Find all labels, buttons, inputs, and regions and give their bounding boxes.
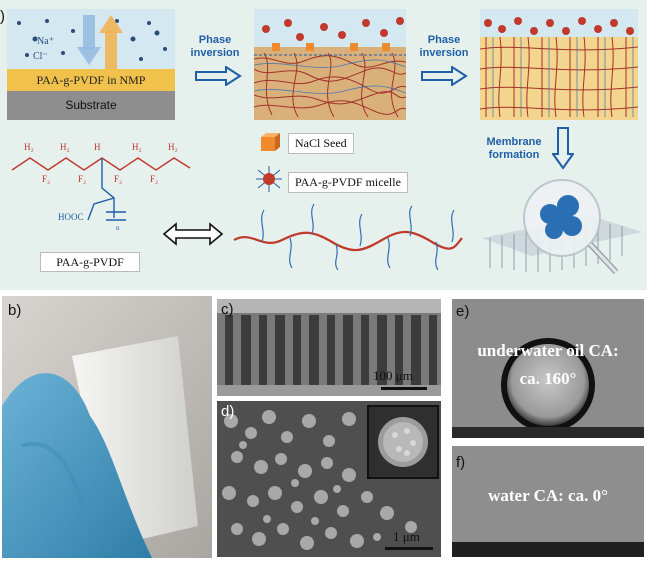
- legend-micelle: PAA-g-PVDF micelle: [288, 172, 408, 193]
- oil-droplet-image: [452, 299, 644, 438]
- sem-cross-section-texture: [217, 299, 441, 396]
- down-arrow-icon: [552, 127, 574, 170]
- oil-contact-angle-title: underwater oil CA:: [477, 341, 619, 360]
- chem-f2-label: F₂: [78, 174, 87, 184]
- substrate-surface: [452, 542, 644, 557]
- chem-h2-label: H₂: [24, 142, 34, 152]
- chem-f2-label: F₂: [114, 174, 123, 184]
- oil-contact-angle-value: ca. 160°: [519, 369, 577, 388]
- right-arrow-icon: [195, 66, 242, 86]
- panel-f-water-contact-angle: f) water CA: ca. 0°: [452, 446, 644, 557]
- panel-b-photo: b): [2, 296, 212, 558]
- inset-particle: [378, 417, 428, 467]
- chem-cooh-label: HOOC: [58, 212, 84, 222]
- panel-b-letter: b): [8, 302, 22, 319]
- sem-inset: [367, 405, 439, 479]
- early-membrane-schematic: [254, 9, 406, 120]
- panel-d-sem-surface: d) 1 μm: [217, 401, 441, 557]
- chem-h2-label: H₂: [60, 142, 70, 152]
- chem-h2-label: H₂: [132, 142, 142, 152]
- panel-a-letter: ): [0, 8, 5, 25]
- panel-a-schematic: ) Na⁺ Cl⁻ PAA-g-PVDF in NMP Substrate Ph…: [0, 0, 647, 290]
- chem-h-label: H: [94, 142, 101, 152]
- polymer-network: [254, 17, 406, 118]
- panel-c-letter: c): [221, 301, 234, 318]
- substrate-layer: Substrate: [7, 91, 175, 120]
- panel-e-letter: e): [456, 303, 470, 320]
- scale-bar: [381, 387, 427, 390]
- panel-f-letter: f): [456, 454, 466, 471]
- water-contact-angle-text: water CA: ca. 0°: [488, 486, 608, 505]
- legend-nacl-seed: NaCl Seed: [288, 133, 354, 154]
- double-arrow-icon: [162, 222, 224, 246]
- membrane-formation-label: Membrane formation: [486, 136, 542, 161]
- structure-bonds: [11, 157, 191, 221]
- polymer-solution-layer: PAA-g-PVDF in NMP: [7, 69, 175, 91]
- right-arrow-icon: [421, 66, 468, 86]
- scale-bar-label: 1 μm: [393, 529, 420, 544]
- micelle-icon: [256, 166, 282, 192]
- membrane-photo-illustration: [2, 296, 212, 558]
- comb-polymer-chain: [233, 203, 463, 270]
- chem-h2-label: H₂: [168, 142, 178, 152]
- nacl-seed-icon: [261, 133, 280, 151]
- casting-schematic: Na⁺ Cl⁻ PAA-g-PVDF in NMP Substrate: [7, 9, 175, 120]
- finger-like-pores: [480, 9, 638, 118]
- polymer-name-label: PAA-g-PVDF: [40, 252, 140, 272]
- phase-inversion-label-1: Phase inversion: [190, 34, 240, 59]
- phase-inversion-label-2: Phase inversion: [419, 34, 469, 59]
- na-ion-label: Na⁺: [37, 36, 54, 47]
- panel-c-sem-cross-section: c) 100 μm: [217, 299, 441, 396]
- sem-surface-texture: [217, 401, 441, 557]
- chemical-structure: H₂ H₂ H H₂ H₂ F₂ F₂ F₂ F₂ HOOC n: [8, 140, 198, 240]
- panel-d-letter: d): [221, 403, 235, 420]
- chem-f2-label: F₂: [150, 174, 159, 184]
- scale-bar-label: 100 μm: [373, 368, 413, 383]
- cl-ion-label: Cl⁻: [33, 51, 48, 62]
- membrane-surface-illustration: [482, 179, 642, 275]
- chem-n-label: n: [116, 224, 120, 232]
- chem-f2-label: F₂: [42, 174, 51, 184]
- ions-and-arrows: [17, 15, 167, 71]
- scale-bar: [385, 547, 433, 550]
- porous-membrane-schematic: [480, 9, 638, 120]
- panel-e-oil-contact-angle: e) underwater oil CA: ca. 160°: [452, 299, 644, 438]
